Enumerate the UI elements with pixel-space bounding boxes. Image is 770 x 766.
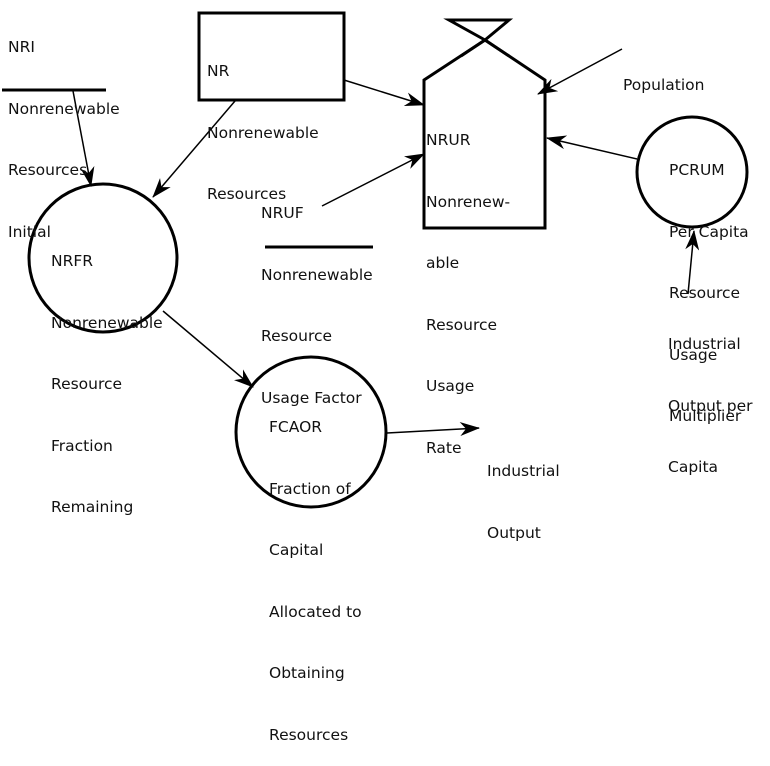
fcaor-label: FCAOR Fraction of Capital Allocated to O… <box>269 376 362 766</box>
arrow-nri-to-nrfr <box>72 90 95 187</box>
nr-name-line: Resources <box>207 185 287 203</box>
pcrum-circle[interactable] <box>635 115 749 229</box>
population-name: Population <box>623 76 705 94</box>
nrfr-code: NRFR <box>51 252 94 270</box>
nrfr-name-line: Remaining <box>51 498 134 516</box>
arrow-fcaor-to-io <box>386 422 480 437</box>
nruf-label: NRUF Nonrenewable Resource Usage Factor <box>261 162 373 429</box>
pcrum-name-line: Resource <box>669 284 741 302</box>
nruf-name-line: Nonrenewable <box>261 265 373 284</box>
fcaor-circle[interactable] <box>234 355 388 509</box>
iopc-label: Industrial Output per Capita <box>668 293 753 498</box>
nr-name-line: Nonrenewable <box>207 123 319 142</box>
arrow-population-to-nrur <box>537 48 623 95</box>
iopc-name-line: Industrial <box>668 335 741 353</box>
iopc-name-line: Capita <box>668 458 719 476</box>
io-name-line: Output <box>487 523 541 542</box>
nruf-name-line: Resource <box>261 327 333 345</box>
fcaor-code: FCAOR <box>269 418 323 436</box>
nr-label: NR Nonrenewable Resources <box>207 20 319 225</box>
fcaor-name-line: Allocated to <box>269 602 362 621</box>
nri-name-line: Initial <box>8 222 51 241</box>
fcaor-name-line: Obtaining <box>269 664 345 682</box>
nr-code: NR <box>207 62 230 80</box>
arrow-nrfr-to-fcaor <box>162 310 254 388</box>
industrial-output-label: Industrial Output <box>487 420 560 564</box>
arrow-iopc-to-pcrum <box>685 230 700 295</box>
arrow-nruf-to-nrur <box>321 153 425 207</box>
pcrum-label: PCRUM Per Capita Resource Usage Multipli… <box>669 119 749 447</box>
fcaor-name-line: Fraction of <box>269 479 351 498</box>
nrur-name-line: Rate <box>426 438 462 457</box>
fcaor-name-line: Capital <box>269 541 324 559</box>
nrfr-label: NRFR Nonrenewable Resource Fraction Rema… <box>51 210 163 538</box>
arrow-nr-to-nrfr <box>152 100 236 198</box>
nrur-valve-icon <box>443 18 514 58</box>
diagram-canvas <box>2 11 749 509</box>
iopc-name-line: Output per <box>668 396 753 415</box>
arrow-pcrum-to-nrur <box>546 135 638 160</box>
nrur-code: NRUR <box>426 131 471 149</box>
nrur-name-line: Nonrenew- <box>426 192 511 211</box>
nrur-name-line: able <box>426 254 460 272</box>
nri-code: NRI <box>8 38 35 56</box>
nrfr-name-line: Nonrenewable <box>51 313 163 332</box>
pcrum-name-line: Per Capita <box>669 222 749 241</box>
pcrum-code: PCRUM <box>669 161 725 179</box>
nrur-name-line: Resource <box>426 315 498 334</box>
fcaor-name-line: Resources <box>269 725 349 744</box>
nri-name-line: Nonrenewable <box>8 99 120 118</box>
nrur-name-line: Usage <box>426 377 475 395</box>
nrfr-circle[interactable] <box>27 182 179 334</box>
nruf-code: NRUF <box>261 204 304 222</box>
nr-level-box[interactable] <box>197 11 346 102</box>
arrow-nr-to-nrur <box>343 79 425 107</box>
nrfr-name-line: Fraction <box>51 436 113 455</box>
nrfr-name-line: Resource <box>51 375 123 393</box>
population-label: Population <box>623 34 704 116</box>
nrur-label: NRUR Nonrenew- able Resource Usage Rate <box>426 89 510 479</box>
nri-name-line: Resources <box>8 161 88 179</box>
io-name-line: Industrial <box>487 462 560 480</box>
nruf-name-line: Usage Factor <box>261 388 362 407</box>
pcrum-name-line: Usage <box>669 345 718 364</box>
nri-label: NRI Nonrenewable Resources Initial <box>8 0 120 263</box>
pcrum-name-line: Multiplier <box>669 407 742 425</box>
